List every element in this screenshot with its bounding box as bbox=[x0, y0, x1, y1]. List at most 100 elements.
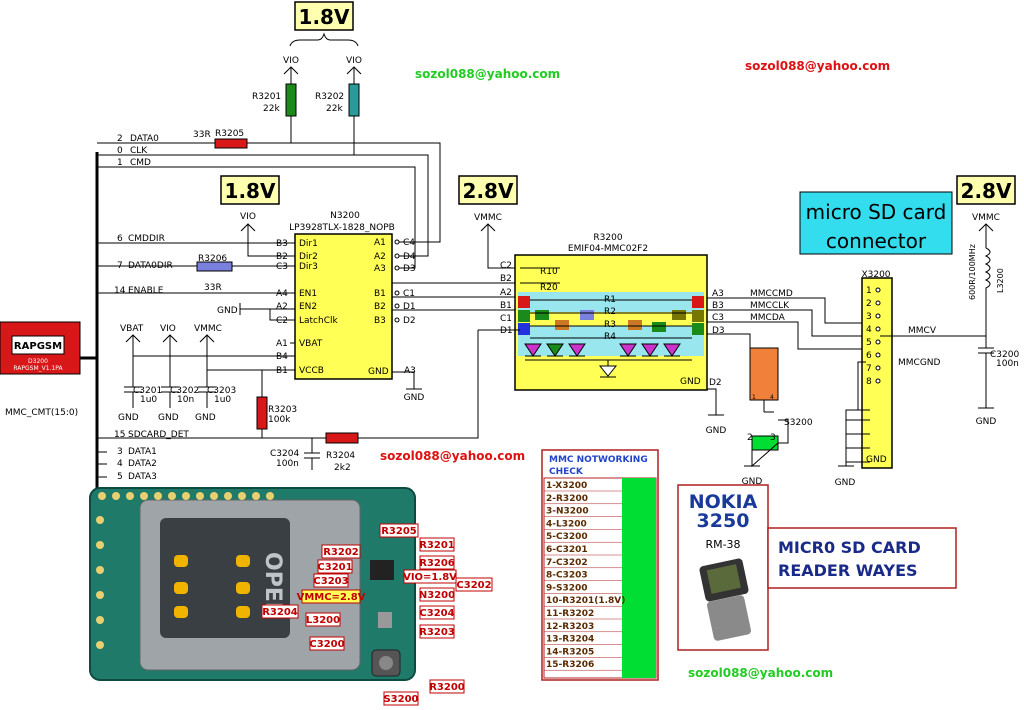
c3200-value: 100n bbox=[996, 359, 1019, 369]
pcb-label: C3202 bbox=[456, 580, 491, 591]
switch-pin-3: 3 bbox=[770, 433, 776, 443]
brace bbox=[289, 32, 359, 47]
email-bottom-green: sozol088@yahoo.com bbox=[688, 666, 833, 680]
n3200-pin-dot bbox=[394, 239, 400, 245]
r3200-pin-c1: C1 bbox=[500, 314, 512, 324]
n3200-left-pin-0: B3 bbox=[276, 239, 288, 249]
check-item: 13-R3204 bbox=[546, 635, 594, 645]
gnd-c3202: GND bbox=[158, 413, 179, 423]
r3200-inner-1: R20 bbox=[540, 283, 558, 293]
gnd-c3201: GND bbox=[118, 413, 139, 423]
connector-pin-dot bbox=[875, 300, 881, 306]
check-item: 9-S3200 bbox=[546, 583, 588, 593]
resistor-r3202 bbox=[348, 83, 360, 117]
pcb-label-box bbox=[419, 605, 455, 620]
pcb-label-box bbox=[419, 537, 455, 552]
connector-pin-dot bbox=[875, 378, 881, 384]
resistor-r3205 bbox=[214, 138, 248, 149]
bus-num-5: 14 bbox=[114, 286, 126, 296]
rapgsm-sub1: D3200 bbox=[28, 358, 48, 365]
resistor-r3206 bbox=[196, 261, 233, 272]
r3200-pin-c2: C2 bbox=[500, 261, 512, 271]
voltage-label-top-text: 1.8V bbox=[299, 5, 350, 29]
tvs-diodes bbox=[524, 343, 692, 378]
check-item: 15-R3206 bbox=[546, 660, 594, 670]
n3200-left-name-0: Dir1 bbox=[299, 239, 318, 249]
r3204-label: R3204 bbox=[326, 451, 355, 461]
n3200-left-pin-3: A4 bbox=[276, 289, 288, 299]
switch-pin-1: 1 bbox=[752, 394, 756, 401]
check-items: 1-X32002-R32003-N32004-L32005-C32006-C32… bbox=[544, 481, 625, 671]
pcb-label: VMMC=2.8V bbox=[297, 592, 366, 603]
n3200-left-name-6: VBAT bbox=[299, 339, 323, 349]
nokia-variant: RM-38 bbox=[705, 538, 740, 551]
gnd-c3200: GND bbox=[976, 417, 997, 427]
bus-num-7: 3 bbox=[117, 447, 123, 457]
vio-label-cap: VIO bbox=[160, 324, 176, 334]
bus-num-4: 7 bbox=[117, 261, 123, 271]
inductor-ref: L3200 bbox=[996, 268, 1005, 293]
check-item: 14-R3205 bbox=[546, 647, 594, 657]
bus-sig-5: ENABLE bbox=[128, 286, 164, 296]
connector-x3200 bbox=[861, 277, 893, 469]
check-item: 3-N3200 bbox=[546, 507, 589, 517]
n3200-gnd-label: GND bbox=[368, 367, 389, 377]
check-item: 6-C3201 bbox=[546, 545, 588, 555]
bus-sig-2: CMD bbox=[130, 158, 151, 168]
inductor-value: 600R/100MHz bbox=[968, 244, 977, 300]
connector-pin-dot bbox=[875, 365, 881, 371]
connector-pin-dot bbox=[875, 339, 881, 345]
bus-num-0: 2 bbox=[117, 134, 123, 144]
pcb-label-box bbox=[419, 555, 455, 570]
pcb-label-box bbox=[419, 624, 455, 639]
r3200-pin-b2: B2 bbox=[500, 274, 512, 284]
r3201-label: R3201 bbox=[252, 92, 281, 102]
pcb-label: C3200 bbox=[309, 639, 344, 650]
bus-sig-1: CLK bbox=[130, 146, 148, 156]
pcb-photo: OPEN bbox=[89, 487, 416, 681]
n3200-pin-dot bbox=[394, 303, 400, 309]
switch-s3200-body bbox=[749, 347, 779, 401]
vmmc-label-cap: VMMC bbox=[194, 324, 222, 334]
r3204-value: 2k2 bbox=[334, 463, 351, 473]
r3203-value: 100k bbox=[268, 415, 291, 425]
r3200-inner-4: R3 bbox=[604, 320, 616, 330]
n3200-right-name-2: A3 bbox=[374, 264, 386, 274]
n3200-left-name-7: VCCB bbox=[299, 366, 324, 376]
check-item: 8-C3203 bbox=[546, 571, 588, 581]
pcb-label: R3206 bbox=[419, 558, 455, 569]
bus-sig-9: DATA3 bbox=[128, 472, 157, 482]
gnd-n3200: GND bbox=[404, 393, 425, 403]
phone-image bbox=[699, 558, 751, 641]
bus-sig-0: DATA0 bbox=[130, 134, 159, 144]
pcb-label: S3200 bbox=[383, 694, 418, 705]
c3204-value: 100n bbox=[276, 459, 299, 469]
c3204-label: C3204 bbox=[270, 449, 299, 459]
n3200-pin-dot bbox=[394, 265, 400, 271]
voltage-label-r3200-text: 2.8V bbox=[463, 179, 514, 203]
n3200-right-name-0: A1 bbox=[374, 238, 386, 248]
caption-line2: READER WAYES bbox=[778, 561, 918, 580]
pcb-label-box bbox=[305, 612, 341, 627]
pcb-label-box bbox=[383, 691, 419, 706]
voltage-label-connector-text: 2.8V bbox=[961, 179, 1012, 203]
connector-pin-dot bbox=[875, 352, 881, 358]
check-item: 12-R3203 bbox=[546, 622, 594, 632]
pcb-label-box bbox=[261, 604, 299, 619]
pcb-label-box bbox=[321, 544, 361, 559]
nokia-model: 3250 bbox=[697, 510, 750, 532]
r3200-part: EMIF04-MMC02F2 bbox=[568, 244, 648, 254]
switch-pin-4: 4 bbox=[770, 394, 774, 401]
rapgsm-block: RAPGSM D3200 RAPGSM_V1.1PA bbox=[0, 321, 81, 375]
connector-title-line1: micro SD card bbox=[806, 200, 947, 224]
email-top-green: sozol088@yahoo.com bbox=[415, 67, 560, 81]
pcb-label-box bbox=[379, 523, 419, 538]
connector-pin-1: 1 bbox=[866, 286, 872, 296]
n3200-pin-dot bbox=[394, 290, 400, 296]
connector-pin-5: 5 bbox=[866, 338, 872, 348]
n3200-right-pin-0: C4 bbox=[403, 238, 415, 248]
r3200-inner-0: R10 bbox=[540, 267, 558, 277]
bus-name: MMC_CMT(15:0) bbox=[5, 408, 78, 418]
